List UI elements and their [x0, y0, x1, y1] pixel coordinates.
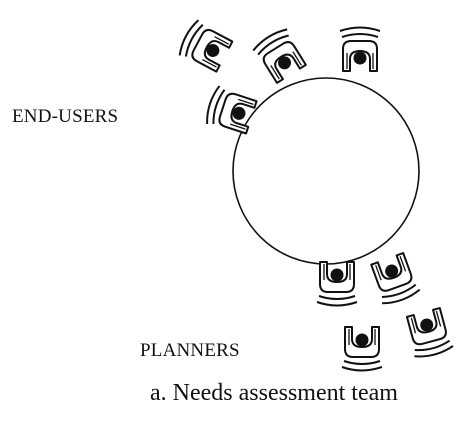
figure-caption: a. Needs assessment team: [150, 380, 398, 406]
planner-seat-3: [341, 326, 383, 372]
planner-seat-4: [403, 306, 455, 361]
planner-seat-2: [367, 251, 422, 308]
meeting-table: [232, 77, 420, 265]
end-users-group: [175, 17, 381, 138]
end-users-label: END-USERS: [12, 106, 119, 127]
planners-label: PLANNERS: [140, 340, 240, 361]
end-user-seat-3: [339, 26, 381, 72]
planner-seat-1: [316, 261, 358, 307]
end-user-seat-4: [202, 83, 259, 138]
planners-group: [316, 251, 455, 372]
end-user-seat-1: [175, 17, 235, 76]
end-user-seat-2: [250, 25, 310, 86]
